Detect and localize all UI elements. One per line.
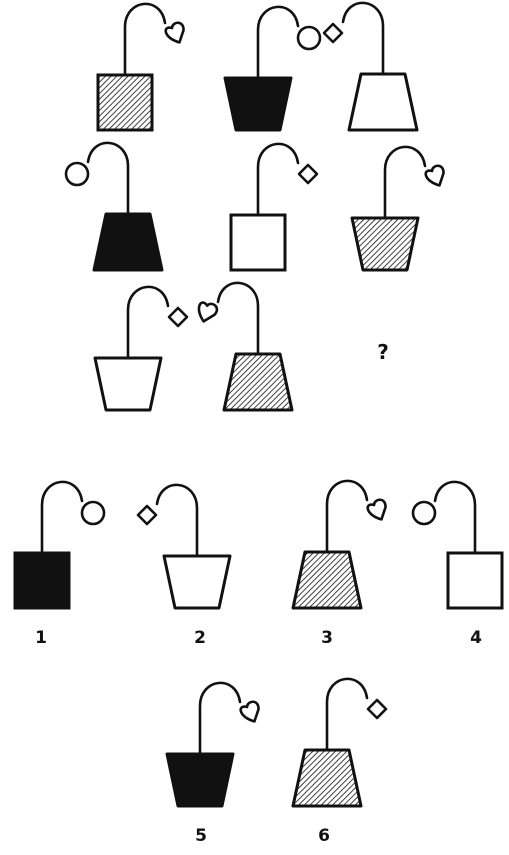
flower-stem: [128, 287, 168, 358]
flower-stem: [258, 7, 298, 78]
missing-cell-question-mark: ?: [368, 340, 398, 364]
answer-option-5: [167, 683, 263, 806]
trapezoid-pot-hatched: [293, 552, 361, 608]
answer-label-4: 4: [461, 628, 491, 648]
flower-stem: [327, 481, 367, 552]
flower-stem: [343, 3, 383, 74]
answer-label-6: 6: [309, 826, 339, 846]
circle-flower-icon: [66, 163, 88, 185]
matrix-cell-1: [98, 4, 188, 130]
trapezoid-pot-hatched: [224, 354, 292, 410]
flower-stem: [200, 683, 240, 754]
flower-stem: [42, 482, 82, 553]
heart-flower-icon: [366, 498, 390, 522]
answer-label-3: 3: [312, 628, 342, 648]
answer-option-3: [293, 481, 390, 608]
cup-pot-black: [225, 78, 291, 130]
trapezoid-pot-hatched: [293, 750, 361, 806]
diamond-flower-icon: [368, 700, 386, 718]
flower-stem: [88, 143, 128, 214]
cup-pot-hatched: [352, 218, 418, 270]
answer-options: [15, 481, 502, 806]
heart-flower-icon: [195, 300, 219, 324]
answer-option-6: [293, 679, 386, 806]
square-pot-black: [15, 553, 69, 608]
flower-stem: [218, 283, 258, 354]
cup-pot-white: [164, 556, 230, 608]
matrix-cell-2: [225, 7, 320, 130]
square-pot-hatched: [98, 75, 152, 130]
answer-option-4: [413, 482, 502, 608]
flower-stem: [385, 147, 425, 218]
answer-label-5: 5: [186, 826, 216, 846]
matrix-cell-3: [324, 3, 417, 130]
square-pot-white: [231, 215, 285, 270]
answer-label-2: 2: [185, 628, 215, 648]
cup-pot-white: [95, 358, 161, 410]
circle-flower-icon: [82, 502, 104, 524]
diamond-flower-icon: [324, 24, 342, 42]
cup-pot-black: [167, 754, 233, 806]
matrix-cell-8: [195, 283, 292, 410]
flower-stem: [258, 144, 298, 215]
square-pot-white: [448, 553, 502, 608]
flower-stem: [125, 4, 165, 75]
matrix-cell-7: [95, 287, 187, 410]
diamond-flower-icon: [169, 308, 187, 326]
diamond-flower-icon: [299, 165, 317, 183]
answer-option-1: [15, 482, 104, 608]
matrix-cell-6: [352, 147, 448, 270]
diamond-flower-icon: [138, 506, 156, 524]
answer-label-1: 1: [26, 628, 56, 648]
flower-stem: [327, 679, 367, 750]
trapezoid-pot-black: [94, 214, 162, 270]
flower-stem: [157, 485, 197, 556]
flower-stem: [435, 482, 475, 553]
circle-flower-icon: [413, 502, 435, 524]
matrix-cell-5: [231, 144, 317, 270]
circle-flower-icon: [298, 27, 320, 49]
heart-flower-icon: [424, 164, 448, 188]
heart-flower-icon: [239, 700, 263, 724]
heart-flower-icon: [164, 21, 188, 45]
answer-option-2: [138, 485, 230, 608]
matrix-cell-4: [66, 143, 162, 270]
trapezoid-pot-white: [349, 74, 417, 130]
